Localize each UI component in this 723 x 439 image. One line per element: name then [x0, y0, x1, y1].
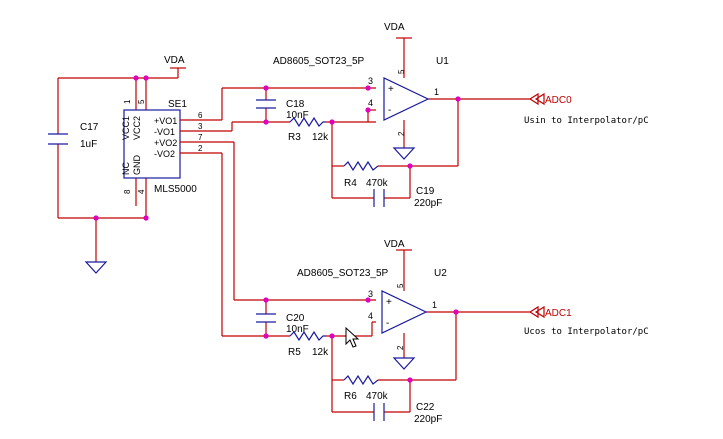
- c19-ref: C19: [416, 186, 435, 197]
- sensor-ref: SE1: [168, 99, 187, 110]
- ground-symbol-sensor: [84, 261, 108, 274]
- mouse-cursor-icon: [345, 326, 360, 348]
- sensor-pinnum-1: 1: [123, 99, 132, 104]
- sensor-output-wires: [180, 87, 376, 337]
- channel1-wires: [263, 37, 530, 199]
- sensor-pinnum-6: 6: [198, 111, 203, 120]
- port-adc0: [528, 92, 545, 106]
- ground-symbol-u1: [392, 147, 416, 160]
- c18-value: 10nF: [286, 110, 309, 121]
- adc0-note: Usin to Interpolator/pC: [524, 116, 649, 126]
- resistor-r4: [343, 160, 379, 172]
- u1-plus-sign: +: [388, 84, 394, 95]
- sensor-pinnum-5: 5: [137, 99, 146, 104]
- ground-symbol-u2: [392, 357, 416, 370]
- r6-value: 470k: [366, 391, 389, 402]
- u2-plus-sign: +: [386, 297, 392, 308]
- u2-pin5: 5: [396, 283, 405, 288]
- adc1-note: Ucos to Interpolator/pC: [524, 327, 649, 337]
- c20-ref: C20: [286, 313, 305, 324]
- sensor-power-net: [57, 67, 186, 262]
- r6-ref: R6: [344, 391, 357, 402]
- u1-pin5: 5: [397, 69, 406, 74]
- c20-value: 10nF: [286, 324, 309, 335]
- c22-ref: C22: [416, 402, 435, 413]
- adc1-label: ADC1: [545, 308, 572, 319]
- u2-part: AD8605_SOT23_5P: [297, 268, 389, 279]
- u1-part: AD8605_SOT23_5P: [273, 56, 365, 67]
- u2-minus-sign: -: [386, 318, 389, 329]
- sensor-pinnum-2: 2: [198, 144, 203, 153]
- u1-minus-sign: -: [388, 105, 391, 116]
- sensor-pinnum-7: 7: [198, 133, 203, 142]
- sensor-pin-nvo2: -VO2: [154, 149, 175, 159]
- resistor-r3: [289, 116, 326, 128]
- sensor-pin-vcc1: VCC1: [121, 116, 131, 140]
- c18-ref: C18: [286, 99, 305, 110]
- c22-value: 220pF: [414, 414, 442, 425]
- sensor-pin-nvo1: -VO1: [154, 127, 175, 137]
- sensor-se1-body: [123, 109, 181, 179]
- u2-pin2: 2: [396, 345, 405, 350]
- r4-ref: R4: [344, 178, 357, 189]
- sensor-pin-vcc2: VCC2: [132, 116, 142, 140]
- u2-pin3: 3: [368, 289, 373, 299]
- u1-pin3: 3: [368, 76, 373, 86]
- r3-ref: R3: [288, 132, 301, 143]
- u1-ref: U1: [436, 56, 449, 67]
- channel2-wires: [263, 249, 530, 413]
- vda-label-u2: VDA: [384, 239, 405, 250]
- capacitor-c17: [48, 133, 68, 145]
- resistor-r5: [289, 330, 326, 342]
- r5-value: 12k: [312, 347, 329, 358]
- r3-value: 12k: [312, 132, 329, 143]
- u2-pin1: 1: [432, 300, 437, 310]
- c17-ref: C17: [80, 122, 99, 133]
- sensor-pinnum-3: 3: [198, 122, 203, 131]
- r5-ref: R5: [288, 347, 301, 358]
- u1-pin4: 4: [368, 98, 373, 108]
- sensor-part: MLS5000: [154, 184, 197, 195]
- opamp-u2: [381, 290, 428, 334]
- sensor-pin-nc: NC: [121, 162, 131, 175]
- sensor-pin-pvo2: +VO2: [154, 138, 177, 148]
- c19-value: 220pF: [414, 198, 442, 209]
- u1-pin2: 2: [397, 131, 406, 136]
- sensor-pinnum-8: 8: [123, 189, 132, 194]
- capacitor-c18: [256, 99, 276, 109]
- sensor-pin-gnd: GND: [132, 155, 142, 176]
- resistor-r6: [343, 374, 379, 386]
- sensor-pin-pvo1: +VO1: [154, 116, 177, 126]
- u1-pin1: 1: [434, 87, 439, 97]
- port-adc1: [528, 305, 545, 319]
- capacitor-c20: [256, 313, 276, 323]
- capacitor-c22: [373, 403, 385, 421]
- sensor-pinnum-4: 4: [137, 189, 146, 194]
- r4-value: 470k: [366, 178, 389, 189]
- c17-value: 1uF: [80, 139, 97, 150]
- vda-label-u1: VDA: [384, 22, 405, 33]
- adc0-label: ADC0: [545, 95, 572, 106]
- capacitor-c19: [373, 189, 385, 207]
- opamp-u1: [383, 77, 430, 121]
- vda-label-sensor: VDA: [164, 55, 185, 66]
- u2-pin4: 4: [368, 311, 373, 321]
- u2-ref: U2: [434, 268, 447, 279]
